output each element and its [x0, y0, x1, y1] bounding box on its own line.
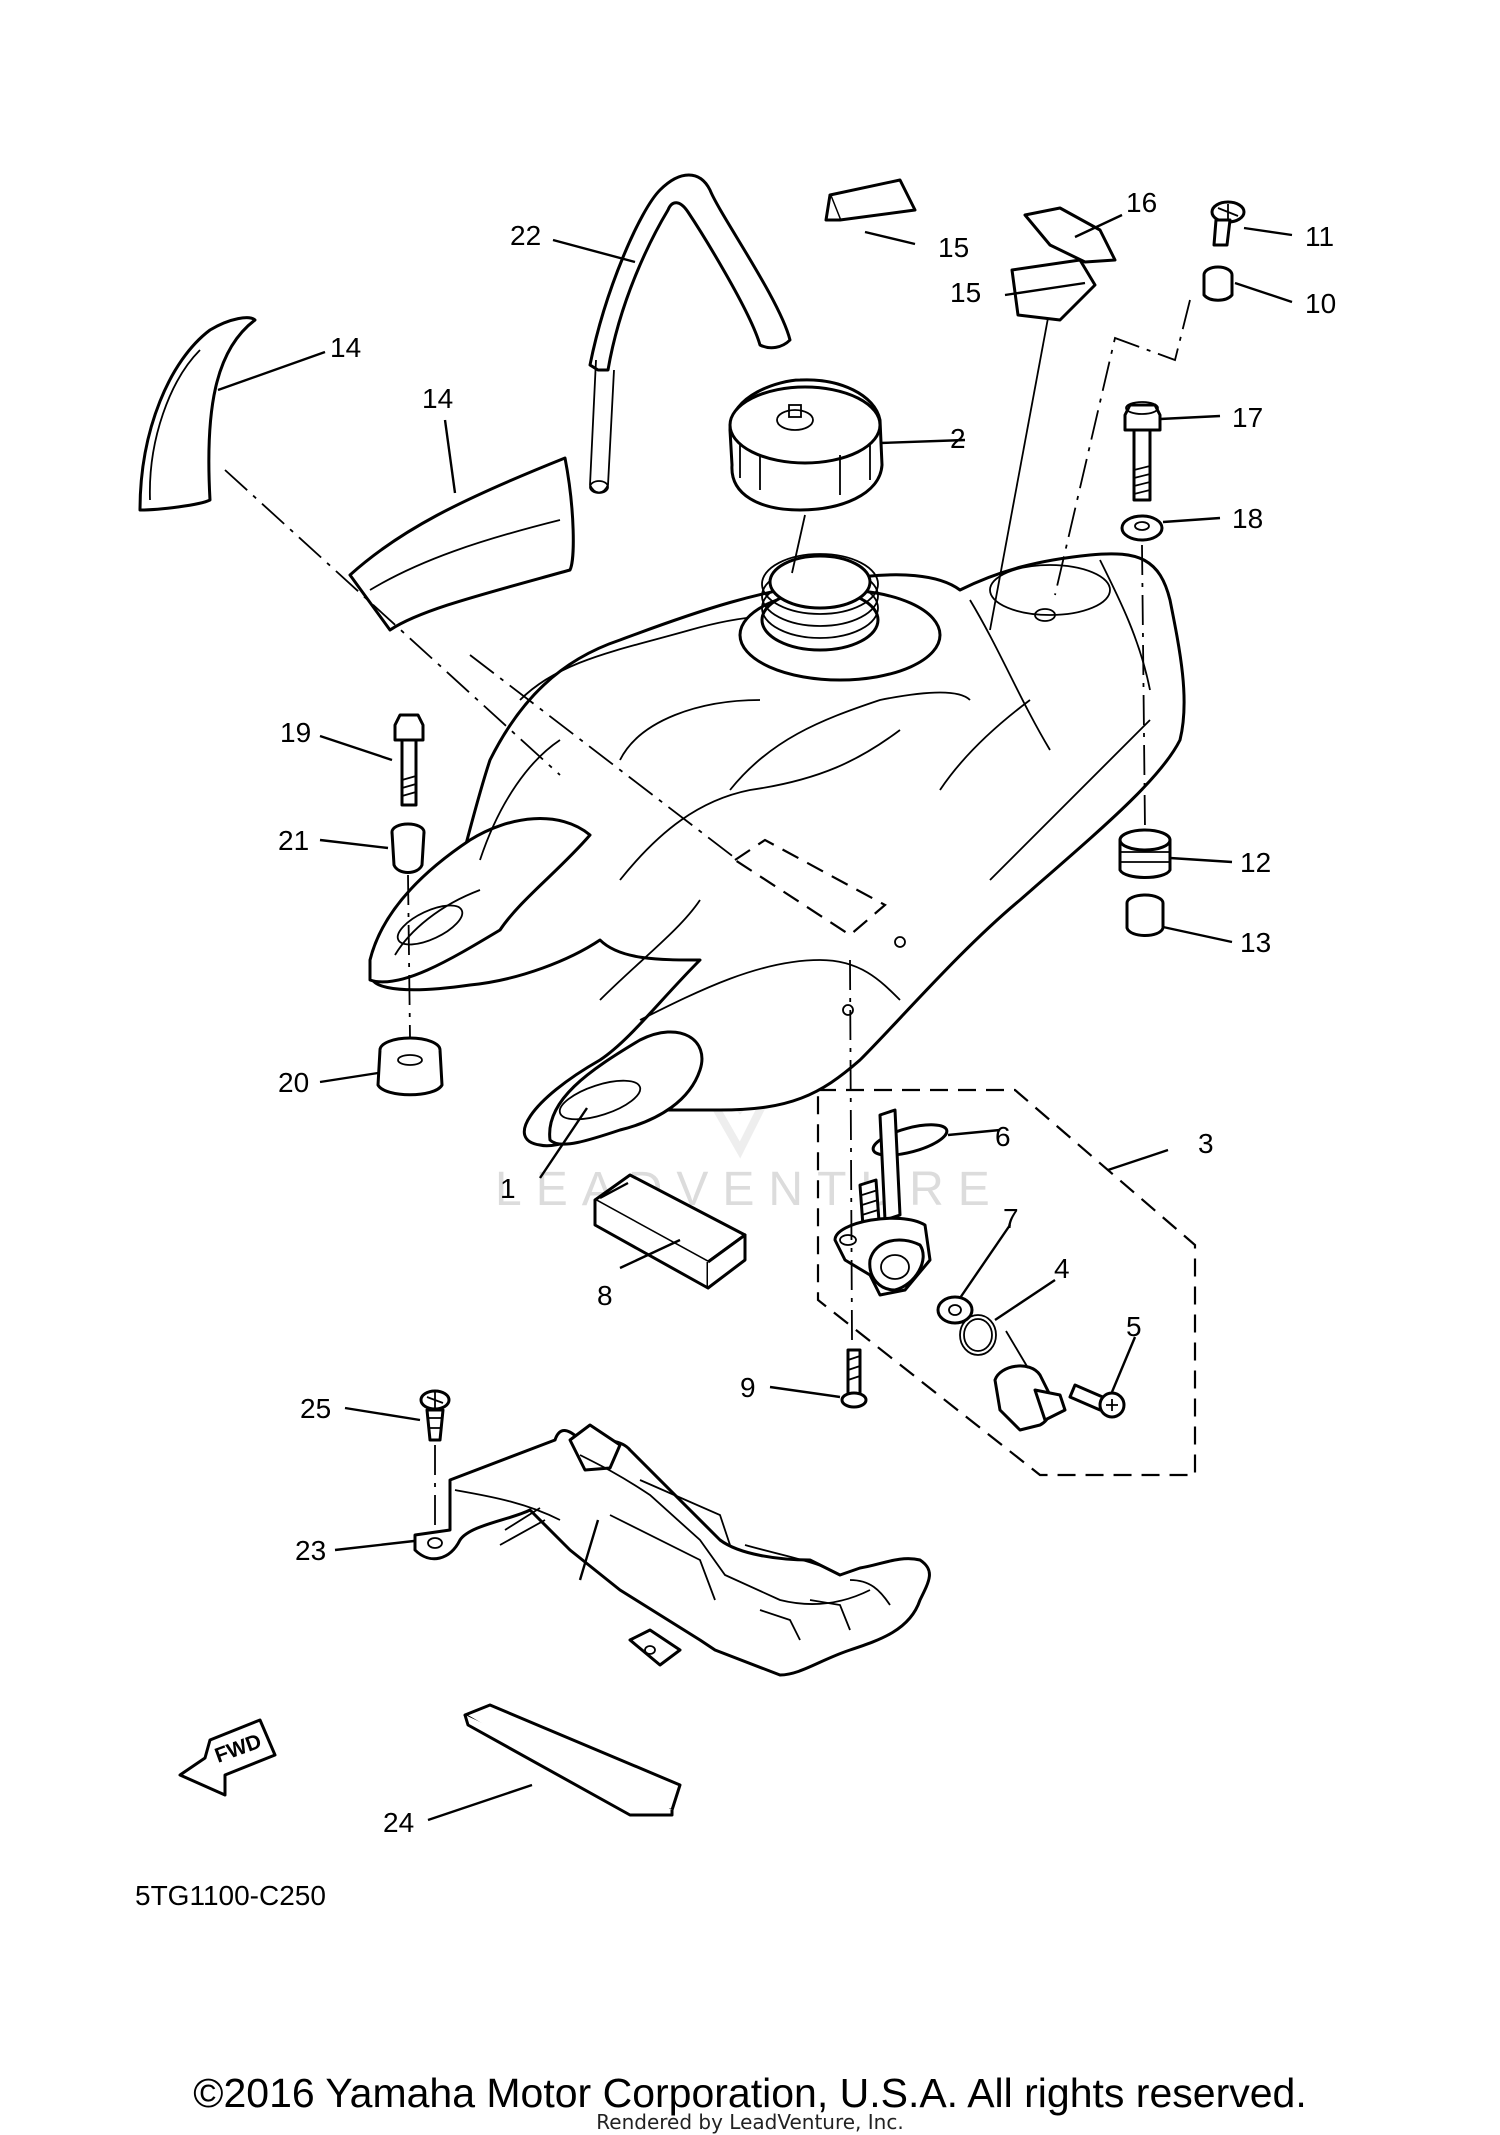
watermark-text: LEADVENTURE: [495, 1163, 1004, 1216]
callout-11: 11: [1305, 221, 1334, 252]
callout-leaders: [217, 213, 1293, 1822]
part-3-fuel-cock-assy: [816, 1088, 1197, 1477]
callout-2: 2: [950, 423, 966, 454]
fwd-arrow-icon: FWD: [178, 1718, 277, 1797]
decal-outline: [733, 838, 887, 937]
callout-22: 22: [510, 220, 541, 251]
callout-5: 5: [1126, 1311, 1142, 1342]
callout-8: 8: [597, 1280, 613, 1311]
callout-12: 12: [1240, 847, 1271, 878]
callout-23: 23: [295, 1535, 326, 1566]
callout-21: 21: [278, 825, 309, 856]
part-14-pad-left: [138, 316, 257, 512]
callout-4: 4: [1054, 1253, 1070, 1284]
callout-7: 7: [1003, 1203, 1019, 1234]
callout-1: 1: [500, 1173, 516, 1204]
copyright-notice: ©2016 Yamaha Motor Corporation, U.S.A. A…: [193, 2070, 1307, 2116]
callout-14-a: 14: [330, 332, 361, 363]
part-15-cover: [989, 258, 1097, 631]
part-16-pad: [1023, 206, 1117, 264]
part-2-fuel-cap: [728, 378, 884, 512]
callout-labels: 1 2 3 4 5 6 7 8 9 10 11 12 13 14 14 15 1…: [278, 187, 1336, 1838]
callout-16: 16: [1126, 187, 1157, 218]
part-10-collar: [1202, 265, 1234, 302]
callout-9: 9: [740, 1372, 756, 1403]
diagram-code: 5TG1100-C250: [135, 1880, 326, 1911]
part-8-foam-block: [593, 1173, 747, 1290]
callout-19: 19: [280, 717, 311, 748]
part-22-breather-hose: [588, 173, 792, 494]
callout-25: 25: [300, 1393, 331, 1424]
callout-24: 24: [383, 1807, 414, 1838]
part-23-guard: [413, 1423, 931, 1677]
callout-3: 3: [1198, 1128, 1214, 1159]
part-11-screw: [1210, 200, 1246, 247]
part-1-fuel-tank: [368, 552, 1186, 1148]
callout-18: 18: [1232, 503, 1263, 534]
part-19-bolt: [393, 713, 425, 807]
assembly-lines: [224, 299, 1191, 1530]
part-21-collar: [390, 822, 426, 874]
callout-10: 10: [1305, 288, 1336, 319]
part-13-collar: [1125, 893, 1165, 937]
part-24-foam-strip: [463, 1703, 682, 1817]
callout-6: 6: [995, 1121, 1011, 1152]
part-17-bolt: [1123, 401, 1162, 502]
callout-20: 20: [278, 1067, 309, 1098]
part-20-damper: [376, 1036, 444, 1097]
callout-13: 13: [1240, 927, 1271, 958]
callout-14-b: 14: [422, 383, 453, 414]
part-18-washer: [1120, 514, 1164, 542]
callout-17: 17: [1232, 402, 1263, 433]
part-15-clip-top: [824, 178, 917, 222]
rendered-by-credit: Rendered by LeadVenture, Inc.: [596, 2110, 904, 2134]
callout-15-b: 15: [950, 277, 981, 308]
part-9-screw: [840, 1348, 868, 1409]
part-14-pad-center: [348, 456, 575, 632]
part-12-damper: [1118, 828, 1172, 879]
callout-15-a: 15: [938, 232, 969, 263]
part-25-rivet: [419, 1389, 451, 1442]
